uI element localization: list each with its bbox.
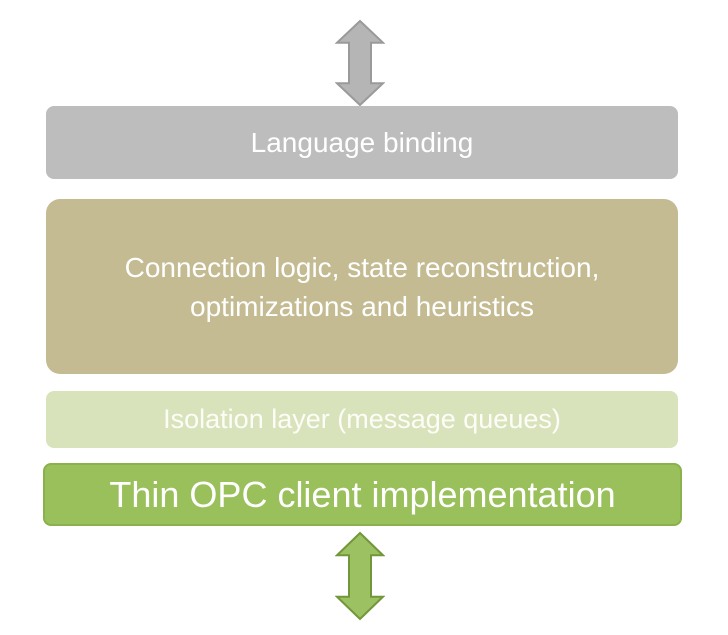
layer-thin-opc-client-label: Thin OPC client implementation	[109, 473, 616, 515]
up-down-arrow-shape	[335, 531, 385, 621]
layer-connection-logic: Connection logic, state reconstruction, …	[46, 199, 678, 374]
layer-isolation-layer: Isolation layer (message queues)	[46, 391, 678, 448]
layer-thin-opc-client: Thin OPC client implementation	[43, 463, 682, 526]
layer-connection-logic-label: Connection logic, state reconstruction, …	[124, 251, 600, 322]
up-down-arrow-shape	[335, 19, 385, 107]
layer-isolation-layer-label: Isolation layer (message queues)	[163, 404, 561, 434]
up-down-arrow-icon	[335, 531, 385, 621]
layer-language-binding: Language binding	[46, 106, 678, 179]
up-down-arrow-icon	[335, 19, 385, 107]
layer-language-binding-label: Language binding	[250, 126, 474, 158]
